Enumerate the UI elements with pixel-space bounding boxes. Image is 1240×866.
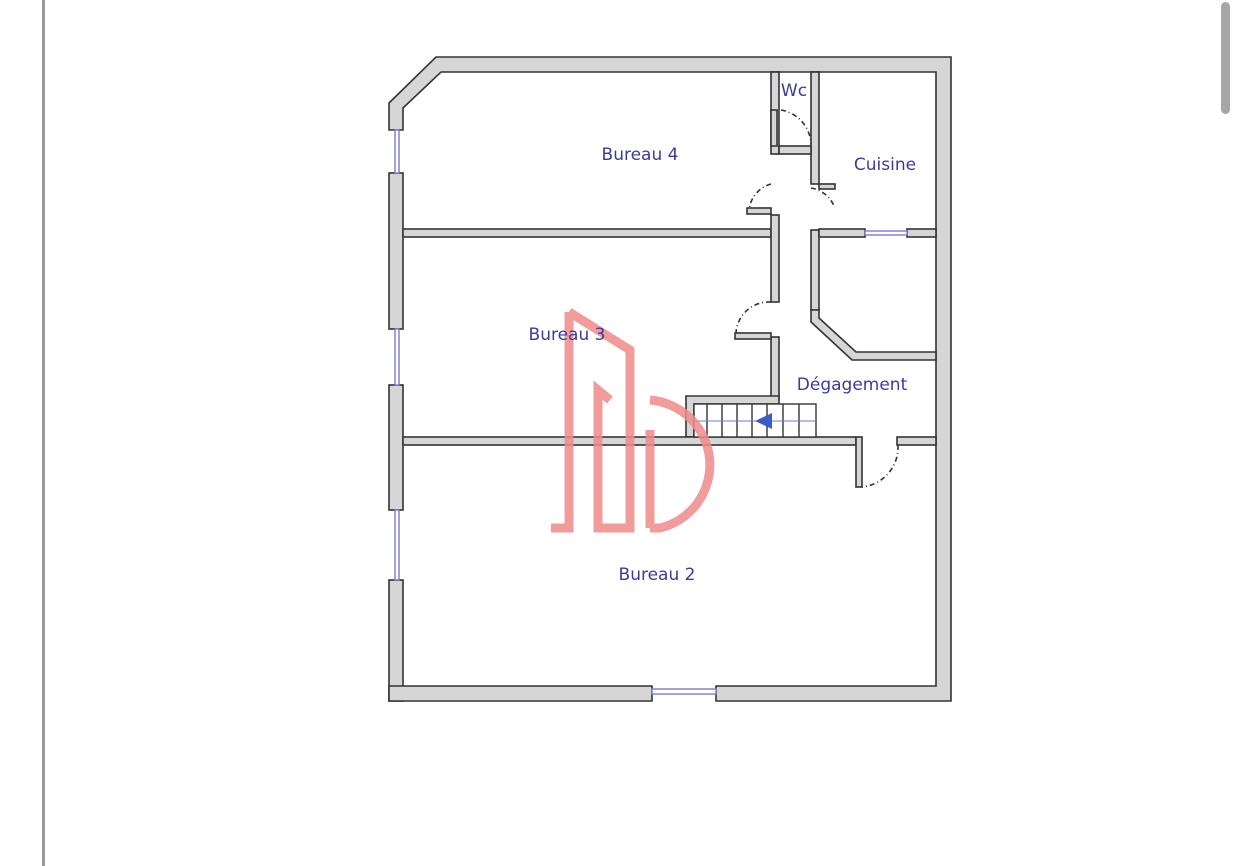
doors <box>735 109 899 488</box>
page-left-border <box>42 0 45 866</box>
room-label-bureau3: Bureau 3 <box>529 325 606 345</box>
staircase <box>693 403 817 438</box>
vertical-scrollbar-thumb[interactable] <box>1221 2 1230 114</box>
room-label-bureau4: Bureau 4 <box>602 145 679 165</box>
room-label-bureau2: Bureau 2 <box>619 565 696 585</box>
room-label-degagement: Dégagement <box>797 375 908 395</box>
watermark-logo <box>551 308 715 533</box>
room-label-cuisine: Cuisine <box>854 155 916 175</box>
room-label-wc: Wc <box>781 81 807 101</box>
stair-direction-arrow-icon <box>755 413 772 429</box>
door-leaves <box>734 109 836 340</box>
windows <box>394 129 908 695</box>
